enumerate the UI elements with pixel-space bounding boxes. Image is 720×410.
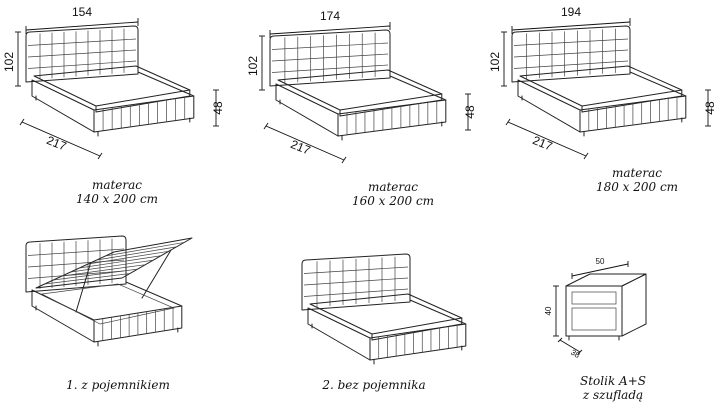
bed-160 bbox=[269, 29, 447, 141]
bed-180-side-rail bbox=[517, 79, 581, 133]
nightstand-height-label: 40 bbox=[544, 306, 553, 315]
bed-140-footboard bbox=[93, 95, 195, 133]
bed-3-caption-size: 180 x 200 cm bbox=[595, 180, 679, 194]
bed-180-dimensions: 194 102 217 48 bbox=[488, 5, 717, 160]
bed-160-side-height-label: 48 bbox=[463, 105, 477, 119]
nightstand-drawer bbox=[571, 291, 617, 305]
bed-3-caption-title: materac bbox=[611, 166, 663, 180]
bed-2-caption-size: 160 x 200 cm bbox=[351, 194, 435, 208]
bed-140-side-rail bbox=[31, 79, 95, 133]
bed-without-storage-side-rail bbox=[307, 307, 371, 361]
nightstand-caption-title: Stolik A+S bbox=[580, 374, 646, 388]
bed-140-dimensions: 154 102 217 48 bbox=[2, 5, 225, 160]
nightstand-front bbox=[565, 285, 623, 337]
bed-1-caption-title: materac bbox=[91, 178, 143, 192]
variant-storage-caption: 1. z pojemnikiem bbox=[66, 378, 170, 392]
nightstand-drawing: 50 40 38 bbox=[544, 257, 647, 361]
bed-180-height-label: 102 bbox=[488, 52, 502, 72]
bed-160-width-label: 174 bbox=[320, 9, 340, 23]
bed-3-caption: materac 180 x 200 cm bbox=[596, 166, 678, 194]
nightstand-width-label: 50 bbox=[596, 257, 605, 266]
bed-without-storage-footboard bbox=[369, 323, 467, 361]
bed-with-storage-storage-box bbox=[40, 283, 175, 325]
nightstand-shelf bbox=[571, 307, 617, 331]
nightstand-side bbox=[621, 273, 647, 337]
bed-with-storage-headboard bbox=[25, 235, 127, 293]
nightstand-depth-label: 38 bbox=[569, 348, 582, 361]
bed-160-headboard bbox=[269, 29, 391, 87]
bed-140-width-label: 154 bbox=[72, 5, 92, 19]
bed-160-side-rail bbox=[275, 83, 339, 137]
bed-without-storage-headboard bbox=[301, 253, 411, 311]
bed-180-length-label: 217 bbox=[531, 133, 555, 154]
bed-160-height-label: 102 bbox=[246, 56, 260, 76]
bed-180-side-height-label: 48 bbox=[703, 101, 717, 115]
bed-1-caption-size: 140 x 200 cm bbox=[75, 192, 159, 206]
variant-no-storage-caption: 2. bez pojemnika bbox=[322, 378, 426, 392]
bed-180 bbox=[511, 25, 687, 137]
bed-180-width-label: 194 bbox=[561, 5, 581, 19]
bed-140-height-label: 102 bbox=[2, 52, 16, 72]
bed-2-caption: materac 160 x 200 cm bbox=[352, 180, 434, 208]
bed-140-length-label: 217 bbox=[45, 133, 69, 154]
bed-140-headboard bbox=[25, 25, 139, 83]
bed-160-dimensions: 174 102 217 48 bbox=[246, 9, 477, 164]
bed-140 bbox=[25, 25, 195, 137]
bed-2-caption-title: materac bbox=[367, 180, 419, 194]
nightstand-caption: Stolik A+S z szufladą bbox=[580, 374, 646, 402]
bed-160-length-label: 217 bbox=[289, 137, 313, 158]
nightstand-caption-note: z szufladą bbox=[582, 388, 644, 402]
bed-1-caption: materac 140 x 200 cm bbox=[76, 178, 158, 206]
bed-140-side-height-label: 48 bbox=[211, 101, 225, 115]
bed-180-headboard bbox=[511, 25, 631, 83]
bed-with-storage bbox=[25, 235, 193, 347]
bed-without-storage bbox=[301, 253, 467, 365]
